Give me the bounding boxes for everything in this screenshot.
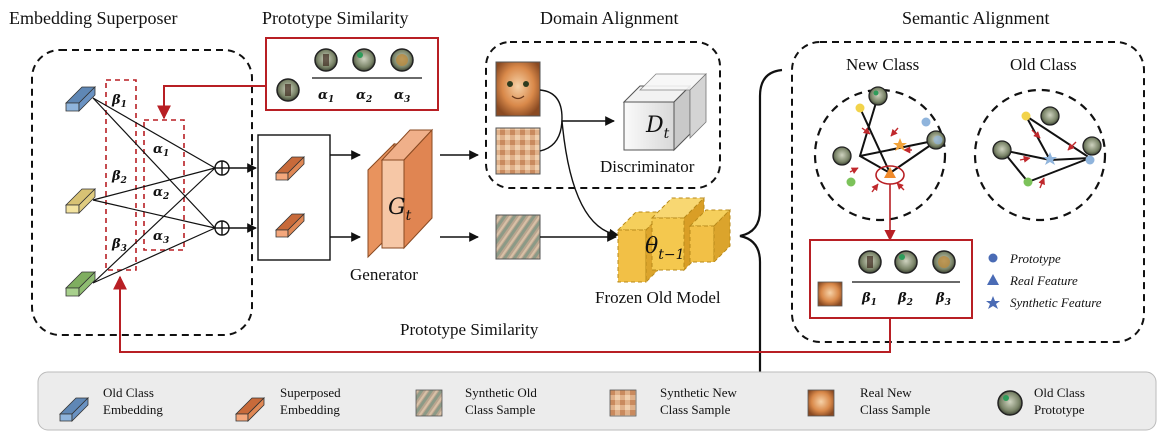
superposed-embedding-box [257, 134, 331, 261]
synthetic-old-class-sample [495, 214, 541, 260]
semantic-prototype-icon-3 [932, 250, 956, 274]
discriminator-symbol: Dt [645, 113, 670, 142]
similarity-alpha-3: α3 [394, 88, 410, 105]
semantic-alignment-box [791, 41, 1145, 343]
legend-real-new-sample-line2: Class Sample [860, 402, 931, 417]
legend-bar [37, 371, 1157, 431]
synthetic-feature-legend-label: Synthetic Feature [1010, 295, 1102, 310]
old-class-feature-space [973, 88, 1107, 222]
legend-superposed-embedding-line1: Superposed [280, 385, 341, 400]
legend-synthetic-new-sample-icon [609, 389, 637, 417]
new-class-pull-arrows [849, 127, 912, 193]
old-class-edges [999, 115, 1094, 183]
frozen-old-model-label: Frozen Old Model [595, 288, 721, 307]
superposer-connections [92, 97, 216, 284]
legend-synthetic-old-sample-line2: Class Sample [465, 402, 536, 417]
old-class-embedding-yellow [65, 188, 96, 214]
query-prototype-icon [276, 78, 300, 102]
legend-synthetic-old-sample-line1: Synthetic Old [465, 385, 537, 400]
prototype-similarity-title: Prototype Similarity [262, 8, 409, 28]
similarity-alpha-1: α1 [318, 88, 334, 105]
semantic-beta-2: β2 [897, 291, 913, 308]
old-class-embedding-green [65, 271, 96, 297]
old-synthetic-star [1043, 152, 1057, 165]
curly-brace [739, 68, 783, 402]
alpha-feedback-arrow [157, 85, 266, 120]
generator-symbol: Gt [388, 195, 412, 224]
discriminator-block [622, 73, 707, 152]
synthetic-feature-star [893, 138, 907, 151]
semantic-alignment-title: Semantic Alignment [902, 8, 1049, 28]
domain-alignment-title: Domain Alignment [540, 8, 679, 28]
alpha-column [143, 119, 185, 251]
beta-1-label: β1 [111, 93, 127, 110]
synthetic-new-class-sample [495, 127, 541, 175]
old-class-prototype-icon-3 [390, 48, 414, 72]
semantic-beta-3: β3 [935, 291, 951, 308]
legend-old-class-embedding-icon [59, 397, 89, 422]
new-class-edges [858, 95, 939, 176]
old-class-points [992, 106, 1102, 187]
legend-old-class-embedding-line2: Embedding [103, 402, 163, 417]
frozen-model-symbol: θt−1 [645, 234, 685, 263]
legend-old-class-embedding-line1: Old Class [103, 385, 154, 400]
alpha-3-label: α3 [153, 229, 169, 246]
legend-synthetic-old-sample-icon [415, 389, 443, 417]
embedding-superposer-title: Embedding Superposer [9, 8, 177, 28]
prototype-similarity-bottom-label: Prototype Similarity [400, 320, 539, 339]
beta-feedback-arrow [113, 275, 891, 353]
legend-real-new-sample-icon [807, 389, 835, 417]
legend-old-class-prototype-icon [997, 390, 1023, 416]
new-class-label: New Class [846, 55, 919, 74]
alpha-1-label: α1 [153, 142, 169, 159]
semantic-beta-1: β1 [861, 291, 877, 308]
legend-superposed-embedding-icon [235, 397, 265, 422]
prototype-legend-label: Prototype [1009, 251, 1061, 266]
real-new-class-sample [495, 61, 541, 117]
domain-to-frozen-arrow [561, 120, 619, 239]
discriminator-label: Discriminator [600, 157, 695, 176]
legend-real-new-sample-line1: Real New [860, 385, 912, 400]
embedding-superposer-box [31, 49, 253, 336]
real-feature-legend-marker [987, 274, 999, 285]
frozen-old-model-block [616, 196, 732, 284]
superposed-embedding-bottom [275, 213, 305, 238]
old-class-pull-arrows [1019, 129, 1077, 189]
alpha-2-label: α2 [153, 185, 169, 202]
old-class-label: Old Class [1010, 55, 1077, 74]
legend-old-class-prototype-line1: Old Class [1034, 385, 1085, 400]
legend-synthetic-new-sample-line2: Class Sample [660, 402, 731, 417]
semantic-prototype-icon-1 [858, 250, 882, 274]
legend-superposed-embedding-line2: Embedding [280, 402, 340, 417]
domain-merge-lines [539, 89, 563, 152]
sum-node-top [214, 160, 230, 176]
superposed-embedding-top [275, 156, 305, 181]
legend-old-class-prototype-line2: Prototype [1034, 402, 1085, 417]
beta-3-label: β3 [111, 237, 127, 254]
old-class-prototype-icon-1 [314, 48, 338, 72]
new-class-points [832, 86, 946, 187]
real-feature-legend-label: Real Feature [1009, 273, 1078, 288]
real-feature-triangle [884, 167, 896, 178]
sum-node-bottom [214, 220, 230, 236]
semantic-prototype-icon-2 [894, 250, 918, 274]
similarity-alpha-2: α2 [356, 88, 372, 105]
real-new-sample-thumb [817, 281, 843, 307]
new-class-feature-space [813, 88, 947, 222]
synthetic-feature-legend-marker [986, 296, 1000, 309]
generator-block [367, 128, 434, 259]
generator-label: Generator [350, 265, 418, 284]
prototype-legend-marker [988, 253, 998, 263]
legend-synthetic-new-sample-line1: Synthetic New [660, 385, 738, 400]
old-class-embedding-blue [65, 86, 96, 112]
beta-2-label: β2 [111, 169, 127, 186]
old-class-prototype-icon-2 [352, 48, 376, 72]
